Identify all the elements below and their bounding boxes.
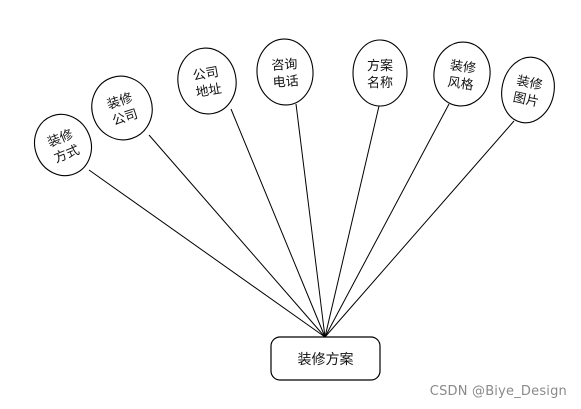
attribute-label-line2-5: 名称 [367, 75, 393, 91]
connector-line-7 [324, 120, 515, 338]
entity-node: 装修方案 [270, 336, 381, 381]
attribute-ellipse-6 [433, 41, 491, 107]
connector-line-1 [88, 169, 326, 338]
attribute-label-line2-6: 风格 [447, 74, 475, 93]
attribute-label-line1-5: 方案 [367, 58, 393, 74]
attribute-label-line2-7: 图片 [512, 90, 541, 110]
attribute-ellipse-4 [256, 38, 314, 106]
attribute-label-line1-7: 装修 [515, 74, 544, 94]
connector-line-2 [148, 134, 326, 338]
attribute-nodes: 装修方式装修公司公司地址咨询电话方案名称装修风格装修图片 [34, 38, 555, 177]
connector-line-5 [324, 105, 380, 338]
entity-label: 装修方案 [298, 351, 354, 368]
attribute-ellipse-5 [352, 39, 408, 107]
attribute-label-line2-4: 电话 [272, 74, 299, 91]
attribute-ellipse-3 [177, 47, 237, 115]
attribute-label-line1-6: 装修 [449, 58, 477, 76]
connector-line-6 [324, 103, 450, 338]
attribute-ellipse-1 [34, 113, 92, 177]
attribute-ellipse-2 [91, 75, 153, 141]
attribute-label-line1-3: 公司 [192, 65, 220, 84]
attribute-ellipse-7 [501, 56, 555, 124]
watermark-text: CSDN @Biye_Design [429, 384, 567, 399]
connector-line-4 [295, 103, 326, 338]
attribute-label-line2-3: 地址 [195, 82, 223, 101]
attribute-label-line1-4: 咨询 [271, 57, 298, 74]
entity-box [270, 336, 381, 381]
connector-line-3 [230, 108, 326, 338]
connector-lines [88, 103, 515, 338]
